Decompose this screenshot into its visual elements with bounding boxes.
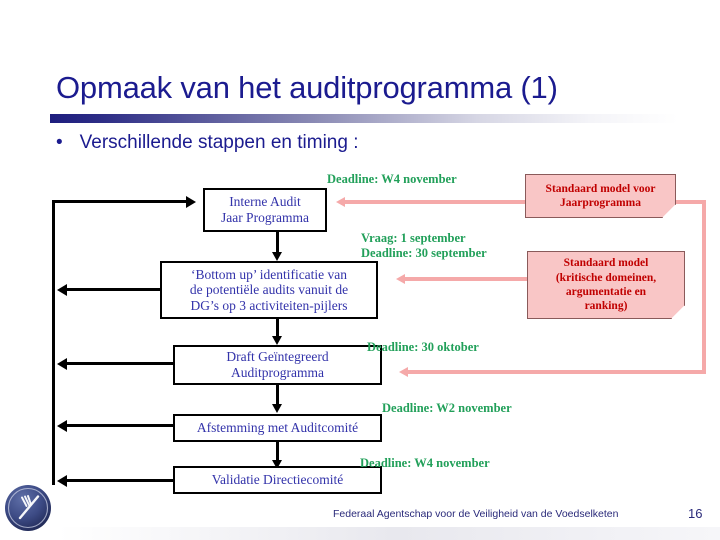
pink-connector-bottom-horizontal: [408, 370, 706, 374]
connector-draft-to-afstemming: [276, 384, 279, 407]
connector-afstemming-to-validatie: [276, 442, 279, 463]
deadline-label-w2-november: Deadline: W2 november: [382, 401, 512, 416]
connector-feedback-validatie: [66, 479, 174, 482]
flow-box-line: Draft Geïntegreerd: [226, 349, 329, 365]
footer-shade-bar: [0, 527, 720, 540]
flow-box-line: Interne Audit: [229, 194, 301, 210]
bullet-marker-icon: •: [56, 132, 63, 153]
deadline-line: Vraag: 1 september: [361, 231, 466, 245]
footer-organisation-name: Federaal Agentschap voor de Veiligheid v…: [333, 508, 619, 520]
fork-knife-circle-logo-icon: [4, 484, 52, 532]
note-line: Standaard model: [563, 257, 649, 270]
flow-box-line: ‘Bottom up’ identificatie van: [190, 266, 348, 282]
arrow-feedback-validatie: [57, 474, 67, 487]
note-line: (kritische domeinen,: [555, 271, 657, 284]
connector-bottomup-to-draft: [276, 318, 279, 338]
deadline-line: Deadline: W2 november: [382, 401, 512, 415]
note-standaard-model-jaarprogramma[interactable]: Standaard model voor Jaarprogramma: [525, 174, 676, 218]
arrow-afstemming-to-validatie: [272, 460, 282, 469]
flow-box-interne-audit[interactable]: Interne Audit Jaar Programma: [203, 188, 327, 232]
flow-box-line: Auditprogramma: [231, 365, 324, 380]
bullet-text: Verschillende stappen en timing :: [79, 132, 359, 153]
deadline-line: Deadline: W4 november: [327, 172, 457, 186]
flow-box-bottom-up[interactable]: ‘Bottom up’ identificatie van de potenti…: [160, 261, 378, 319]
folded-corner-edge-icon: [671, 305, 685, 319]
pink-connector-middle-horizontal: [405, 277, 527, 281]
arrow-feedback-draft: [57, 357, 67, 370]
arrow-feedback-afstemming: [57, 419, 67, 432]
note-line: argumentatie en: [565, 286, 647, 298]
connector-feedback-afstemming: [66, 424, 174, 427]
bullet-row: • Verschillende stappen en timing :: [56, 132, 359, 154]
arrow-bottomup-to-draft: [272, 336, 282, 345]
deadline-label-30-oktober: Deadline: 30 oktober: [367, 340, 479, 355]
deadline-label-w4-november-top: Deadline: W4 november: [327, 172, 457, 187]
title-divider: [50, 114, 678, 123]
arrow-interne-to-bottomup: [272, 252, 282, 261]
flow-box-line: de potentiële audits vanuit de: [189, 282, 349, 298]
connector-feedback-bottomup: [66, 288, 162, 291]
note-line: ranking): [584, 300, 628, 313]
deadline-line: Deadline: 30 oktober: [367, 340, 479, 354]
flow-box-draft-geintegreerd[interactable]: Draft Geïntegreerd Auditprogramma: [173, 345, 382, 385]
arrow-draft-to-afstemming: [272, 404, 282, 413]
deadline-label-w4-november-bottom: Deadline: W4 november: [360, 456, 490, 471]
flow-box-line: Afstemming met Auditcomité: [196, 420, 359, 436]
note-line: Standaard model voor: [545, 182, 656, 195]
flow-box-line: DG’s op 3 activiteiten-pijlers: [190, 297, 348, 313]
page-title: Opmaak van het auditprogramma (1): [56, 70, 558, 105]
flow-box-line: Jaar Programma: [220, 210, 310, 225]
folded-corner-edge-icon: [662, 204, 676, 218]
pink-arrow-top: [336, 196, 345, 207]
arrow-into-interne-audit: [186, 195, 196, 208]
connector-left-spine-vertical: [52, 200, 55, 485]
flow-box-line: Validatie Directiecomité: [211, 472, 344, 488]
connector-interne-to-bottomup: [276, 231, 279, 255]
pink-arrow-bottom: [399, 366, 408, 377]
page-number: 16: [688, 506, 703, 521]
connector-left-spine-top-horizontal: [52, 200, 188, 203]
pink-connector-right-vertical: [702, 200, 706, 372]
flow-box-validatie[interactable]: Validatie Directiecomité: [173, 466, 382, 494]
deadline-label-vraag-september: Vraag: 1 september Deadline: 30 septembe…: [361, 231, 487, 262]
pink-arrow-middle: [396, 273, 405, 284]
deadline-line: Deadline: 30 september: [361, 246, 487, 261]
pink-connector-top-horizontal: [345, 200, 527, 204]
note-line: Jaarprogramma: [560, 197, 641, 209]
connector-feedback-draft: [66, 362, 174, 365]
flow-box-afstemming[interactable]: Afstemming met Auditcomité: [173, 414, 382, 442]
pink-connector-note1-to-spine: [676, 200, 706, 204]
arrow-feedback-bottomup: [57, 283, 67, 296]
deadline-line: Deadline: W4 november: [360, 456, 490, 470]
note-standaard-model-kritische-domeinen[interactable]: Standaard model (kritische domeinen, arg…: [527, 251, 685, 319]
